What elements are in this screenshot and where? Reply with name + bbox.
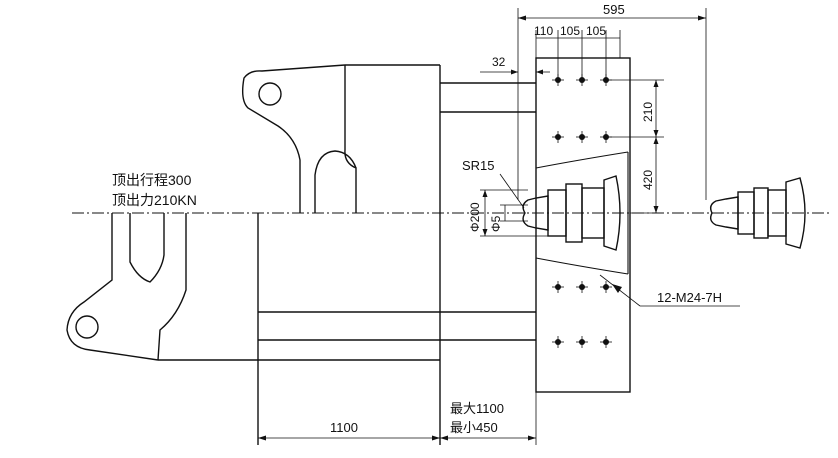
ejector-stroke-label: 顶出行程300 — [112, 172, 192, 188]
dim-105a-label: 105 — [560, 24, 580, 38]
dim-210-label: 210 — [641, 102, 655, 122]
ejector-force-label: 顶出力210KN — [112, 192, 197, 208]
toggle-bracket-upper — [241, 64, 357, 213]
dim-105b-label: 105 — [586, 24, 606, 38]
thread-leader — [599, 274, 740, 307]
dim-32-label: 32 — [492, 55, 506, 69]
sr15-label: SR15 — [462, 158, 495, 173]
dim-420-label: 420 — [641, 170, 655, 190]
dim-top-holes — [535, 30, 621, 80]
fixed-platen — [535, 57, 631, 393]
tie-bars — [258, 82, 536, 341]
toggle-bracket-lower — [66, 213, 258, 361]
dim-110-label: 110 — [534, 24, 553, 38]
dim-1100-label: 1100 — [330, 420, 358, 435]
dim-1100 — [258, 435, 440, 441]
dim-vertical — [606, 79, 664, 214]
nozzle-retracted — [709, 177, 806, 249]
thread-label: 12-M24-7H — [657, 290, 722, 305]
moving-platen — [257, 64, 441, 445]
dim-phi5-label: Φ5 — [489, 215, 503, 232]
dim-opening — [440, 392, 537, 445]
dim-595 — [517, 8, 707, 200]
dim-diameters — [480, 189, 548, 237]
dim-phi200-label: Φ200 — [468, 202, 482, 232]
max-opening-label: 最大1100 — [450, 401, 504, 416]
dim-595-label: 595 — [603, 2, 625, 17]
sr15-leader — [499, 173, 525, 209]
dim-32 — [480, 69, 550, 75]
min-opening-label: 最小450 — [450, 420, 498, 435]
